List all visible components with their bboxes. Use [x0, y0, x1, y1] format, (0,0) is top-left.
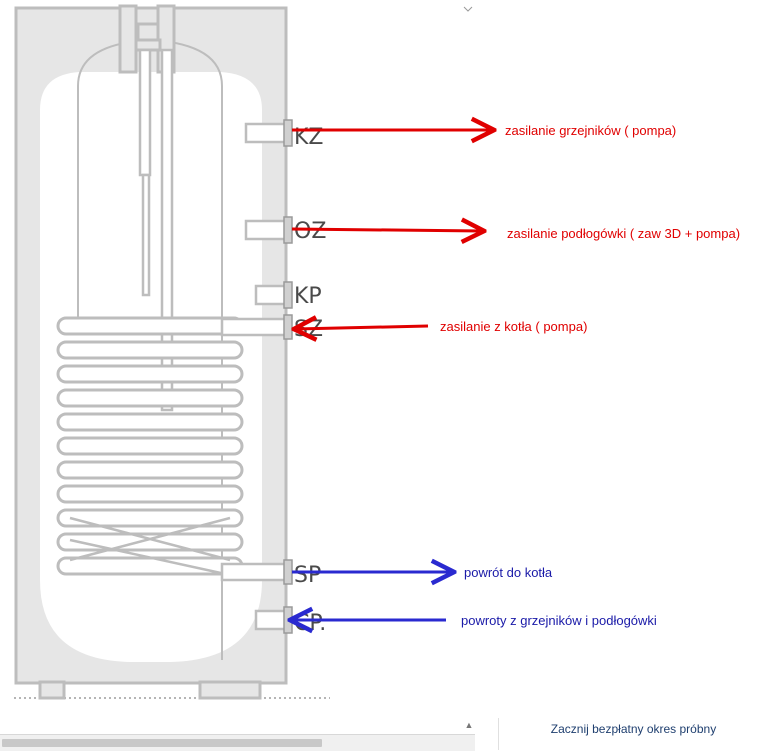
label-cp: powroty z grzejników i podłogówki: [461, 613, 657, 628]
scrollbar-thumb[interactable]: [2, 739, 322, 747]
internal-rods: [138, 48, 174, 412]
label-kz: zasilanie grzejników ( pompa): [505, 123, 676, 138]
trial-link[interactable]: Zacznij bezpłatny okres próbny: [550, 722, 717, 736]
code-cp: CP.: [294, 611, 326, 636]
code-kp: KP: [294, 284, 322, 309]
scroll-corner-marker: [462, 0, 474, 12]
boiler-diagram: KZ OZ KP SZ SP CP. zasilanie grzejników …: [14, 4, 740, 700]
coil-zigzag: [69, 516, 231, 577]
code-oz: OZ: [294, 219, 326, 244]
code-sp: SP: [294, 563, 321, 588]
arrow-oz: [291, 229, 482, 231]
scroll-up-arrow-icon[interactable]: ▲: [464, 720, 474, 730]
trial-panel: Zacznij bezpłatny okres próbny: [498, 718, 767, 750]
label-oz: zasilanie podłogówki ( zaw 3D + pompa): [507, 226, 740, 241]
label-sp: powrót do kotła: [464, 565, 553, 580]
label-sz: zasilanie z kotła ( pompa): [440, 319, 587, 334]
arrow-sz: [296, 326, 429, 329]
heating-coil: [56, 316, 244, 576]
horizontal-scrollbar[interactable]: [0, 734, 475, 751]
connection-pipes: [220, 122, 288, 631]
